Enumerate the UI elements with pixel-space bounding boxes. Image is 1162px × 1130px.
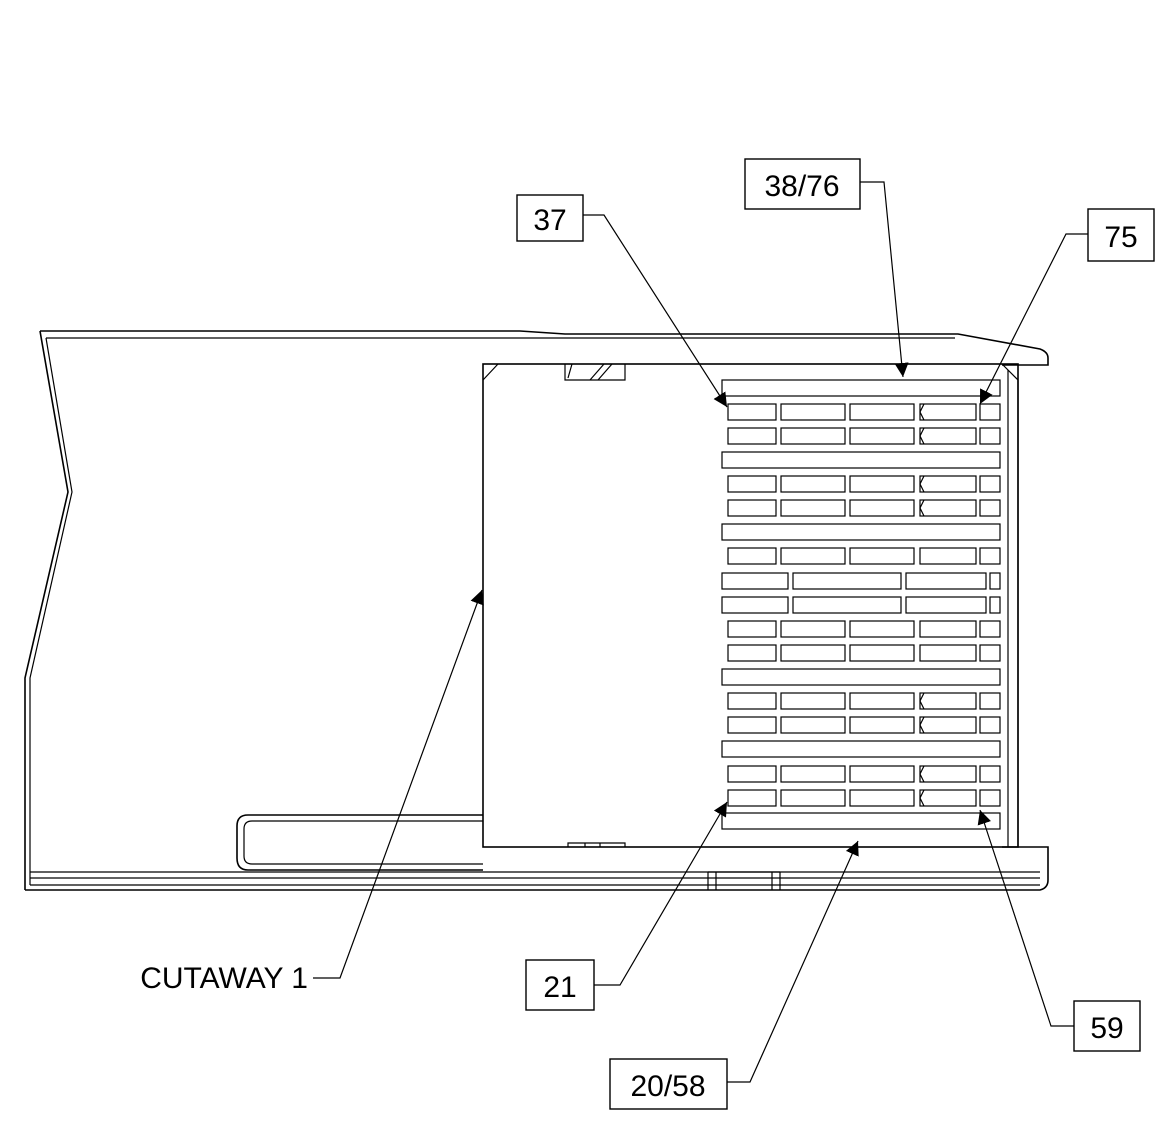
callout-20-58: 20/58 — [609, 1058, 728, 1110]
leader-lines — [313, 181, 1088, 1083]
callout-21-label: 21 — [543, 971, 576, 1004]
callout-38-76-label: 38/76 — [764, 170, 839, 203]
cutaway-label: CUTAWAY 1 — [140, 962, 308, 995]
callout-75-label: 75 — [1104, 221, 1137, 254]
callout-21: 21 — [525, 959, 595, 1011]
callout-59: 59 — [1073, 1000, 1141, 1052]
callout-75: 75 — [1087, 208, 1155, 262]
callout-20-58-label: 20/58 — [630, 1070, 705, 1103]
callout-37: 37 — [516, 194, 584, 242]
callout-37-label: 37 — [533, 204, 566, 237]
callout-38-76: 38/76 — [744, 158, 861, 210]
housing-outline — [24, 330, 1049, 891]
callout-59-label: 59 — [1090, 1012, 1123, 1045]
module-body — [482, 363, 1019, 848]
connector-slots — [721, 379, 1001, 830]
